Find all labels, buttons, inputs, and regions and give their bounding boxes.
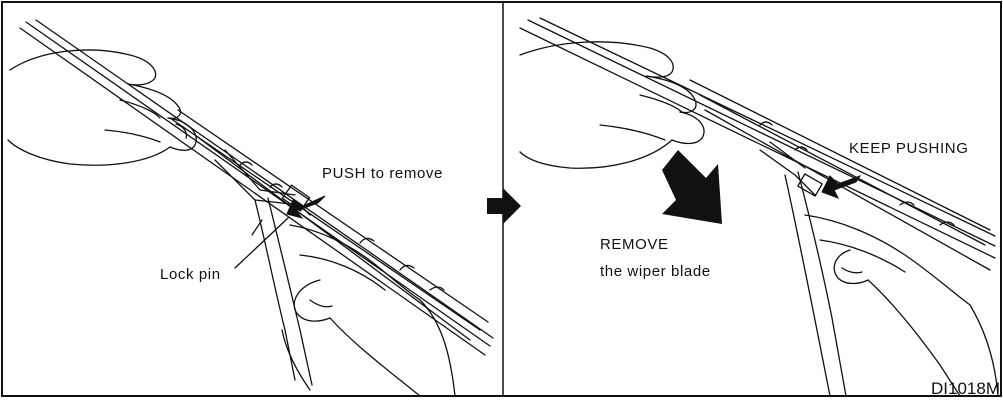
remove-arrow-icon — [662, 150, 722, 224]
remove-label-detail: the wiper blade — [600, 263, 711, 280]
arrow-right-icon — [487, 188, 521, 224]
lock-pin-label: Lock pin — [160, 266, 221, 283]
push-arrow-icon — [821, 175, 862, 199]
keep-pushing-label: KEEP PUSHING — [849, 140, 969, 157]
push-to-remove-label: PUSH to remove — [322, 165, 443, 182]
upper-hand-right — [519, 41, 705, 169]
wiper-arm-right — [759, 141, 847, 397]
remove-label: REMOVE — [600, 236, 669, 253]
lock-pin-leader — [234, 217, 289, 269]
lower-hand-right — [804, 214, 999, 397]
left-panel-illustration — [7, 19, 494, 397]
push-arrow-icon — [286, 195, 326, 219]
figure-code: DI1018M — [931, 379, 1000, 398]
wiper-blade-left — [19, 19, 494, 356]
wiper-arm-left — [214, 149, 313, 386]
right-panel-illustration — [519, 17, 999, 397]
wiper-blade-right — [519, 17, 996, 271]
lower-hand-left — [281, 224, 456, 397]
upper-hand-left — [7, 49, 197, 166]
